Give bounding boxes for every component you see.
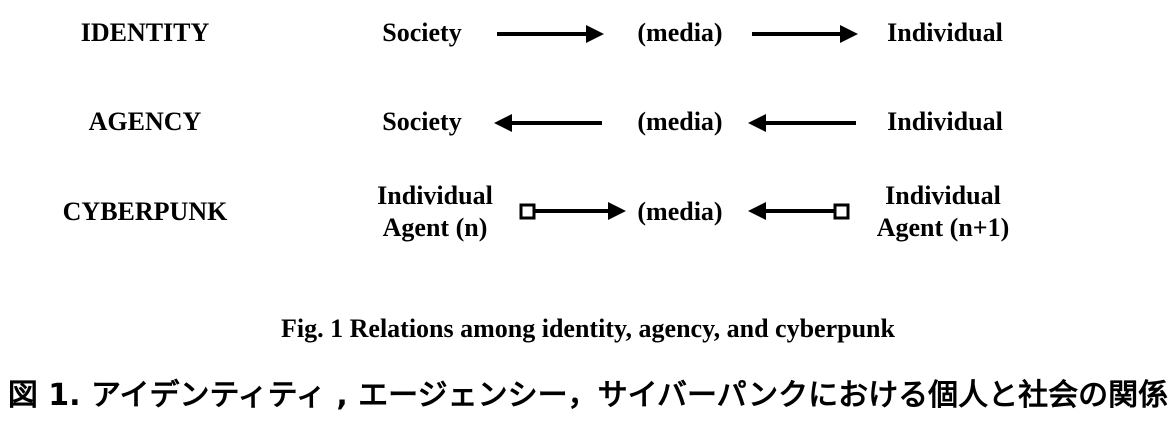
cyberpunk-left-line2: Agent (n) xyxy=(382,213,488,242)
figure-caption-japanese: 図 1. アイデンティティ , エージェンシー，サイバーパンクにおける個人と社会… xyxy=(7,378,1169,413)
figure-caption-english: Fig. 1 Relations among identity, agency,… xyxy=(281,314,895,343)
row-label-identity: IDENTITY xyxy=(80,18,210,47)
cyberpunk-left-line1: Individual xyxy=(377,181,493,210)
arrow-agent-n1-to-media xyxy=(748,202,850,220)
row-label-cyberpunk: CYBERPUNK xyxy=(62,197,228,226)
arrow-media-to-society xyxy=(494,114,602,132)
cyberpunk-right-agent: Individual Agent (n+1) xyxy=(858,180,1028,244)
row-label-agency: AGENCY xyxy=(88,107,202,136)
arrow-agent-n-to-media xyxy=(519,202,626,220)
cyberpunk-left-agent: Individual Agent (n) xyxy=(360,180,510,244)
identity-media: (media) xyxy=(637,18,723,47)
cyberpunk-right-line1: Individual xyxy=(885,181,1001,210)
agency-society: Society xyxy=(382,107,462,136)
agency-individual: Individual xyxy=(887,107,1003,136)
arrow-media-to-individual xyxy=(752,25,858,43)
agency-media: (media) xyxy=(637,107,723,136)
arrow-society-to-media xyxy=(497,25,604,43)
cyberpunk-media: (media) xyxy=(637,197,723,226)
identity-society: Society xyxy=(382,18,462,47)
cyberpunk-right-line2: Agent (n+1) xyxy=(876,213,1010,242)
arrow-individual-to-media xyxy=(748,114,856,132)
identity-individual: Individual xyxy=(887,18,1003,47)
